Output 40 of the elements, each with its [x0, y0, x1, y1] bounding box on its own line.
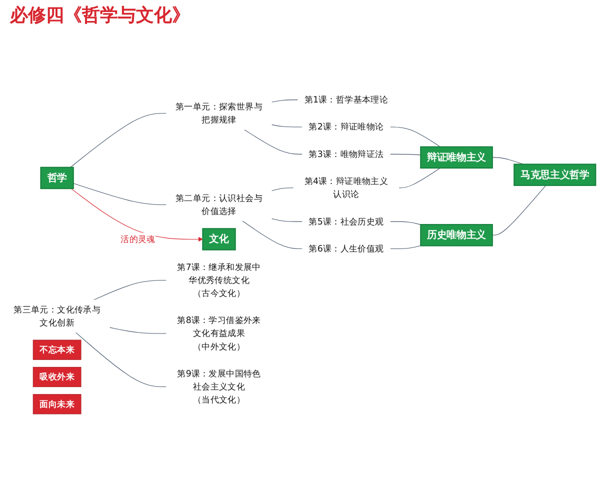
- connector: [75, 332, 167, 388]
- node-box: 哲学: [40, 166, 74, 190]
- node-text: 第9课：发展中国特色社会主义文化 （当代文化）: [177, 368, 261, 405]
- node-text: 第4课：辩证唯物主义认识论: [304, 176, 388, 200]
- connector: [390, 126, 441, 148]
- node-text: 第3课：唯物辩证法: [308, 148, 384, 160]
- connector: [110, 327, 167, 334]
- connector: [70, 113, 167, 168]
- connector: [398, 168, 441, 188]
- connector: [390, 245, 421, 250]
- connector: [492, 185, 546, 236]
- node-text: 第二单元：认识社会与价值选择: [176, 192, 262, 216]
- node-box: 文化: [202, 228, 236, 250]
- node-text: 第三单元：文化传承与文化创新: [14, 304, 101, 328]
- node-box: 不忘本来: [32, 340, 82, 360]
- connector: [271, 188, 294, 192]
- connector: [390, 221, 421, 225]
- connector: [244, 129, 302, 154]
- connector: [94, 280, 167, 300]
- node-box: 吸收外来: [32, 366, 82, 388]
- arrow: [70, 188, 203, 242]
- connector: [271, 218, 302, 222]
- node-text: 第6课：人生价值观: [308, 243, 384, 254]
- node-text: 第7课：继承和发展中华优秀传统文化 （古今文化）: [177, 262, 261, 298]
- node-box: 历史唯物主义: [420, 224, 493, 246]
- node-text: 第2课：辩证唯物论: [308, 122, 384, 132]
- node-text: 第一单元：探索世界与把握规律: [176, 101, 262, 125]
- node-text: 第8课：学习借鉴外来文化有益成果 （中外文化）: [177, 315, 261, 352]
- diagram-title: 必修四《哲学与文化》: [10, 4, 190, 28]
- node-box: 辩证唯物主义: [420, 146, 493, 169]
- connector: [271, 100, 298, 102]
- connector: [271, 124, 302, 128]
- node-text: 第1课：哲学基本理论: [304, 94, 388, 105]
- connector: [390, 154, 421, 156]
- edge-label: 活的灵魂: [120, 234, 156, 244]
- node-text: 第5课：社会历史观: [308, 216, 384, 226]
- connector: [242, 220, 302, 250]
- connector: [73, 183, 167, 205]
- node-box: 马克思主义哲学: [514, 164, 596, 186]
- node-box: 面向未来: [32, 394, 82, 414]
